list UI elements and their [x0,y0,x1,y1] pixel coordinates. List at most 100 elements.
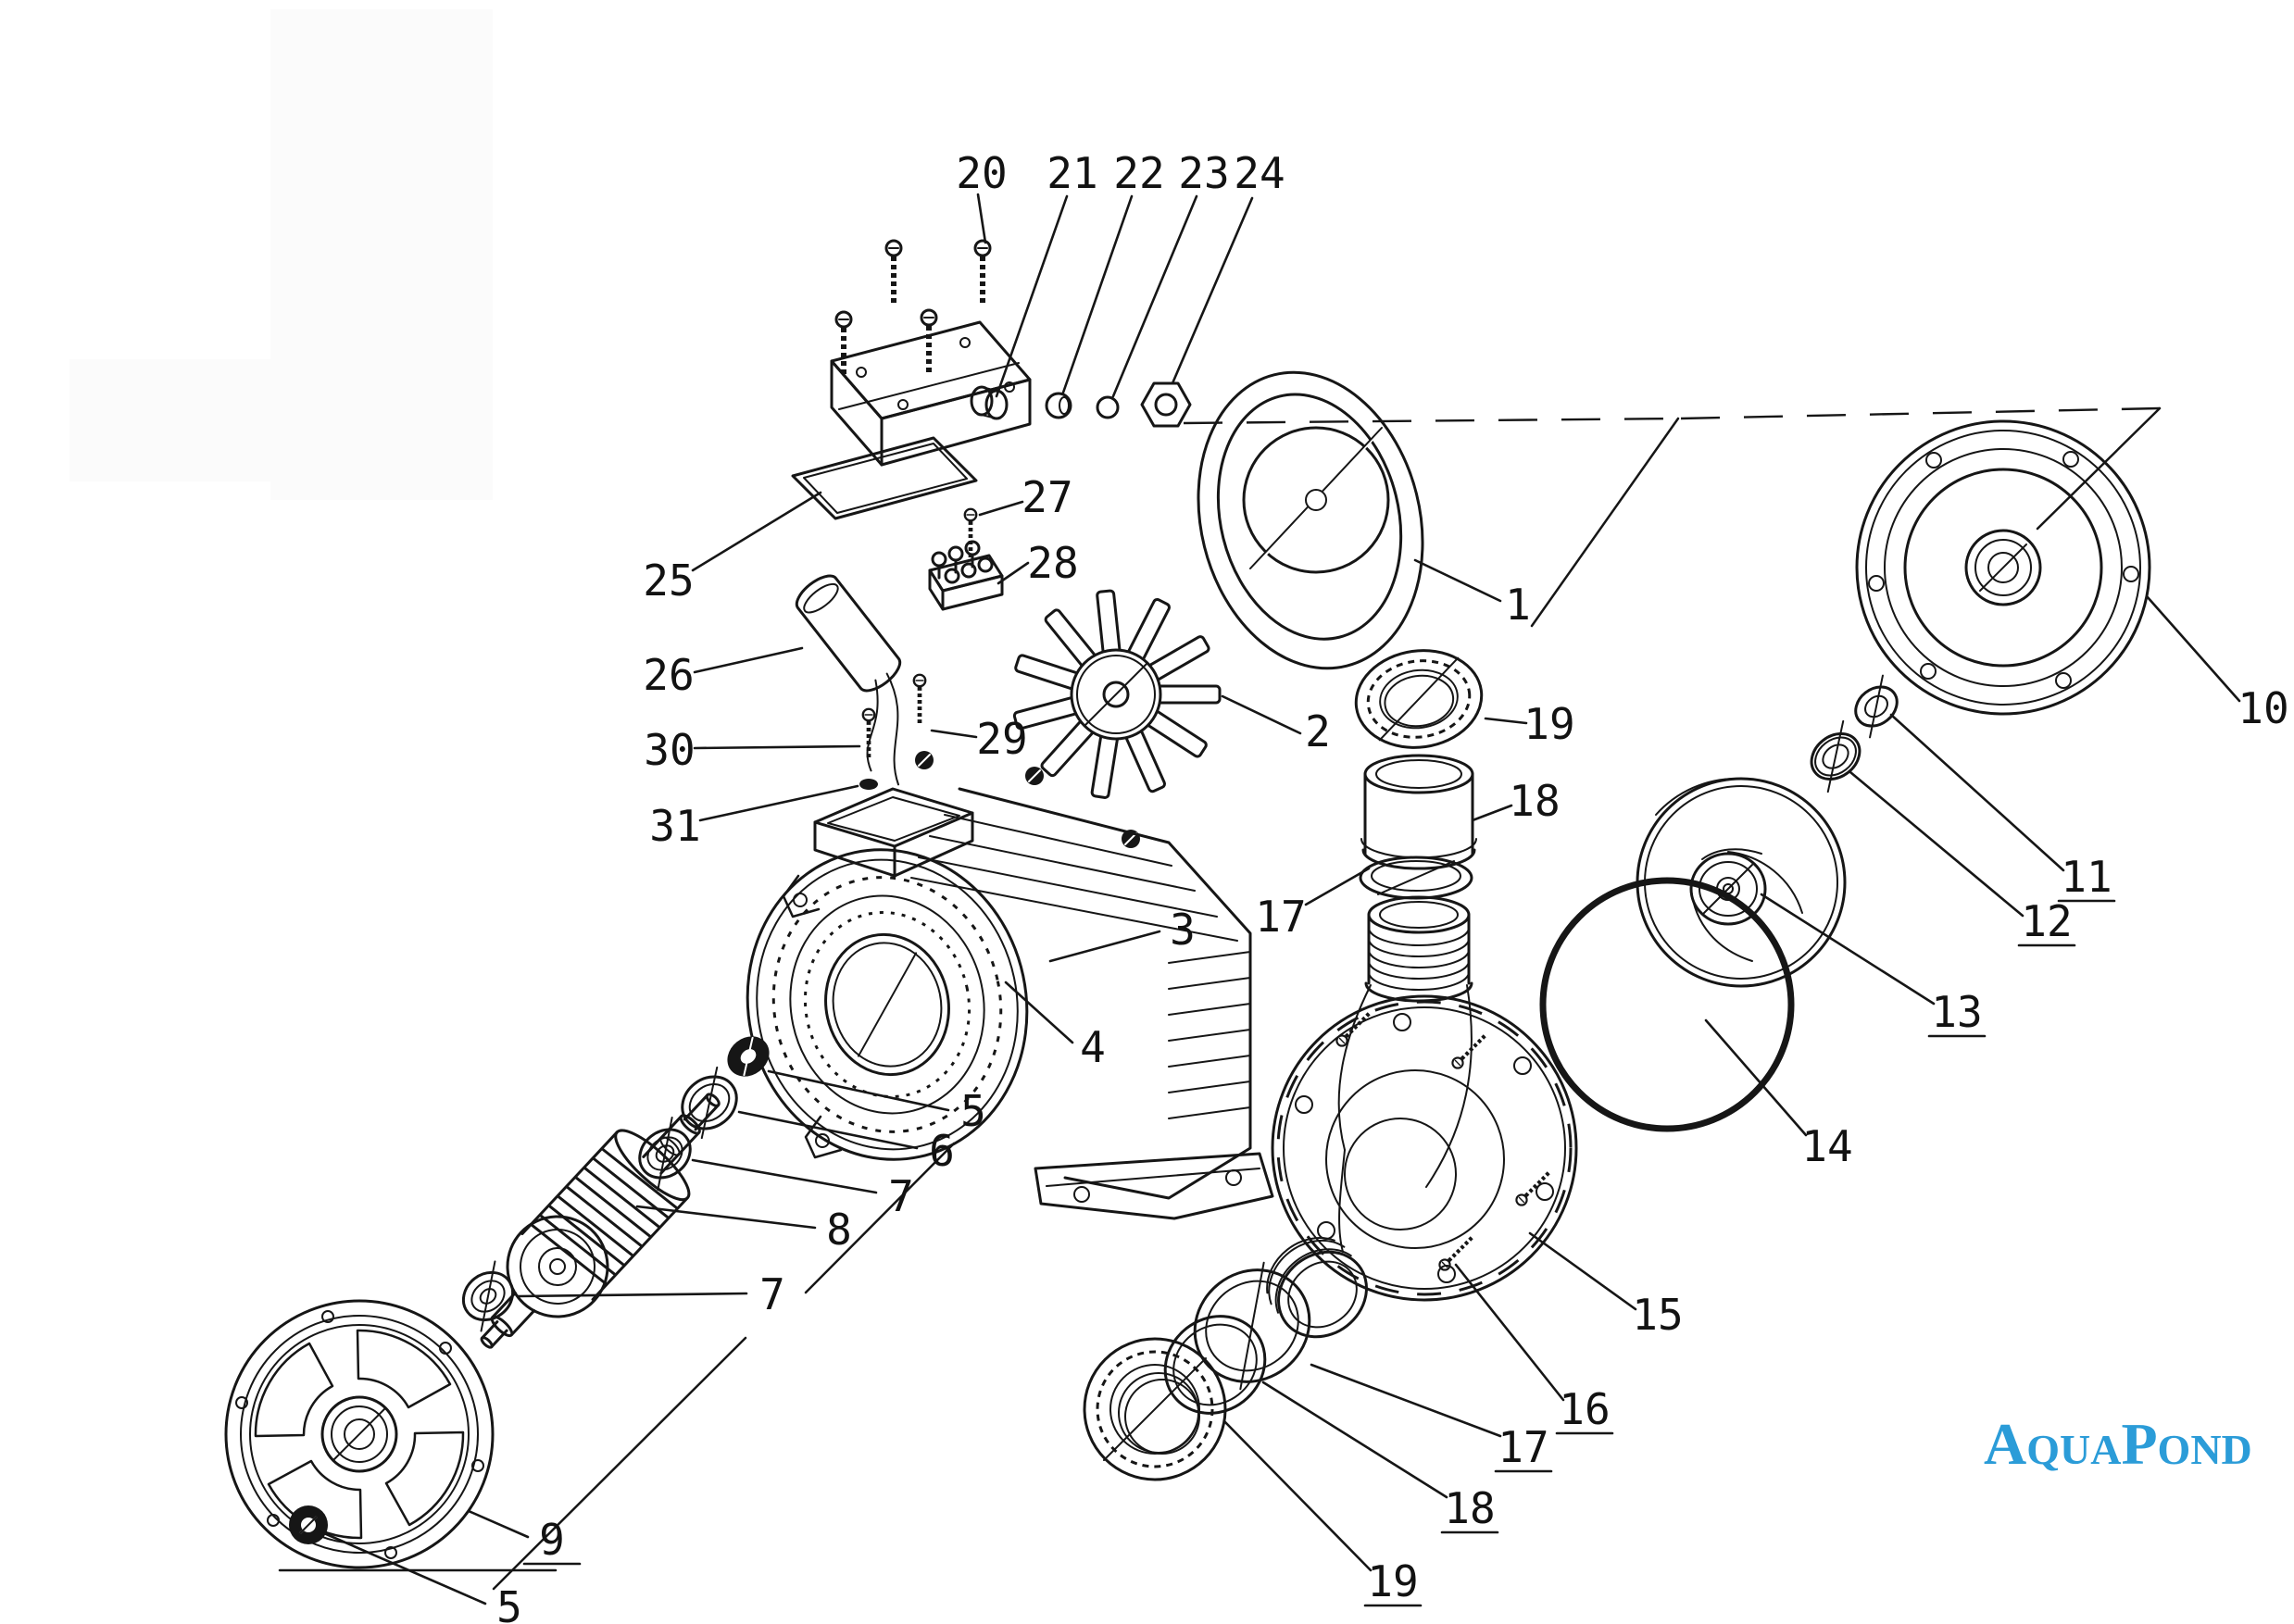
callout-29: 29 [976,714,1027,764]
callout-18: 18 [1444,1483,1495,1533]
leader-line-18 [1471,804,1513,822]
callout-15: 15 [1632,1290,1683,1340]
rear-end-shield [224,1299,495,1569]
callout-27: 27 [1022,472,1072,522]
callout-16: 16 [1559,1384,1610,1434]
callout-28: 28 [1027,538,1078,588]
leader-line-12 [1849,770,2024,918]
leader-line-30 [693,744,861,750]
callout-31: 31 [649,801,700,851]
leader-line-14 [1704,1018,1808,1137]
brand-letter: OND [2157,1426,2252,1473]
shaft-seal-rear [289,1505,328,1544]
leader-line-29 [930,729,978,739]
leader-line-5 [322,1531,487,1605]
washer [1854,674,1899,739]
leader-line-26 [693,646,804,674]
grommet [859,779,878,790]
callout-8: 8 [826,1205,852,1255]
leader-line-18 [1261,1380,1448,1499]
construction-lines [278,406,2162,1591]
flange-screw [914,675,925,726]
callout-5: 5 [496,1582,522,1624]
callout-13: 13 [1931,987,1982,1037]
callout-3: 3 [1170,905,1196,955]
bearing-rear [461,1260,515,1332]
callout-23: 23 [1178,148,1229,198]
hose-tail-top [1360,754,1477,870]
callout-25: 25 [643,556,694,606]
leader-line-15 [1528,1231,1637,1311]
o-ring [1539,877,1795,1132]
brand-letter: A [1984,1411,2027,1477]
callout-10: 10 [2238,683,2288,733]
ring-bottom [1193,1261,1311,1391]
leader-line-3 [1048,930,1161,963]
leader-line-7 [691,1158,878,1194]
callout-20: 20 [956,148,1007,198]
leader-line-4 [1004,981,1074,1044]
leader-line-11 [1889,713,2065,872]
shaft-seal [727,1036,770,1077]
leader-line-13 [1760,893,1936,1006]
impeller [1636,777,1847,988]
motor-body [746,787,1274,1220]
leader-line-17 [1310,1363,1502,1438]
leader-line-21 [995,194,1069,398]
union-nut-bottom [1083,1337,1227,1481]
leader-line-17 [1304,867,1371,906]
leader-line-19 [1484,717,1528,725]
callout-24: 24 [1234,148,1285,198]
leader-line-24 [1171,196,1254,385]
terminal-block [928,540,1004,611]
leader-line-1 [1413,558,1502,603]
callout-19: 19 [1367,1556,1418,1606]
cover-gasket [791,436,978,520]
leader-line-7 [517,1292,748,1298]
leader-line-25 [691,491,822,572]
callout-22: 22 [1113,148,1164,198]
callout-4: 4 [1080,1022,1106,1072]
ring-top [1359,856,1473,900]
brand-letter: QUA [2026,1426,2122,1473]
callout-14: 14 [1801,1121,1852,1171]
scan-patch [69,359,308,481]
callout-11: 11 [2061,852,2112,902]
leader-line-31 [698,784,859,822]
front-flange [1855,419,2151,716]
callout-21: 21 [1047,148,1097,198]
rubber-plugs [915,751,1140,848]
leader-line-2 [1221,694,1302,735]
terminal-box-cover [830,320,1032,467]
fan-guard [1197,370,1424,670]
leader-line-5 [767,1069,950,1112]
pump-housing [1266,895,1578,1339]
brand-logo: AQUAPOND [1984,1415,2252,1474]
callout-17: 17 [1255,892,1306,942]
leader-line-27 [978,500,1024,517]
leader-line-6 [737,1110,919,1150]
callout-7: 7 [759,1269,785,1319]
callout-2: 2 [1305,706,1331,756]
callout-26: 26 [643,650,694,700]
callout-5: 5 [960,1086,986,1136]
washer [1810,719,1862,793]
callout-18: 18 [1509,776,1560,826]
rotor [480,1093,721,1349]
cover-screws [836,241,990,377]
leader-line-16 [1454,1263,1565,1402]
hose-tail-bottom [1163,1315,1267,1415]
callout-9: 9 [539,1515,565,1565]
callout-leaders [322,193,2241,1607]
callout-7: 7 [888,1171,914,1221]
leader-line-20 [976,193,987,244]
union-nut-top [1354,649,1484,749]
flange-screw [863,709,874,760]
callout-6: 6 [929,1126,955,1176]
cable-gland-parts [1045,381,1192,428]
fan [1012,589,1222,799]
callout-12: 12 [2021,896,2072,946]
brand-letter: P [2121,1411,2158,1477]
